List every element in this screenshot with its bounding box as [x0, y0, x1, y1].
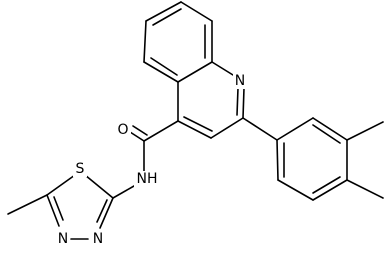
atom-n4: N [56, 231, 70, 247]
bond [46, 194, 60, 227]
bond [312, 124, 341, 144]
bond [346, 179, 384, 199]
bond [183, 116, 213, 132]
bond [7, 194, 48, 215]
bond [143, 61, 179, 83]
bond [312, 176, 341, 194]
atom-n3: N [91, 231, 105, 247]
bond [242, 87, 245, 119]
bond [143, 20, 147, 63]
atom-label: N [93, 231, 103, 247]
bond [236, 87, 239, 116]
bond [211, 61, 234, 76]
atom-layer: N O NH S N N [56, 73, 247, 247]
bond [276, 139, 279, 181]
atom-n1: N [233, 73, 247, 89]
atom-label: O [117, 122, 128, 138]
bond [129, 131, 145, 142]
bond [177, 61, 213, 83]
bond [312, 179, 348, 201]
bond [84, 174, 114, 199]
bond [96, 199, 108, 223]
atom-label: N [235, 73, 245, 89]
bond [277, 179, 314, 201]
bond [177, 120, 212, 139]
bond [112, 185, 135, 199]
atom-label: N [58, 231, 68, 247]
bond [53, 196, 64, 221]
bond [46, 174, 76, 196]
bond-layer [7, 1, 384, 240]
bond [242, 117, 278, 141]
bond [346, 121, 384, 141]
bond [210, 117, 244, 139]
bond [152, 8, 182, 26]
bond [99, 197, 114, 229]
atom-label: S [76, 161, 85, 177]
atom-o1: O [115, 122, 131, 138]
bond [143, 120, 179, 142]
bond [150, 57, 178, 76]
bond [132, 125, 148, 136]
atom-s1: S [73, 161, 87, 177]
atom-nh: NH [134, 171, 160, 187]
bond [145, 1, 182, 22]
bond [276, 117, 314, 141]
bond [312, 117, 348, 141]
atom-label: NH [137, 171, 158, 187]
bond [180, 1, 213, 22]
